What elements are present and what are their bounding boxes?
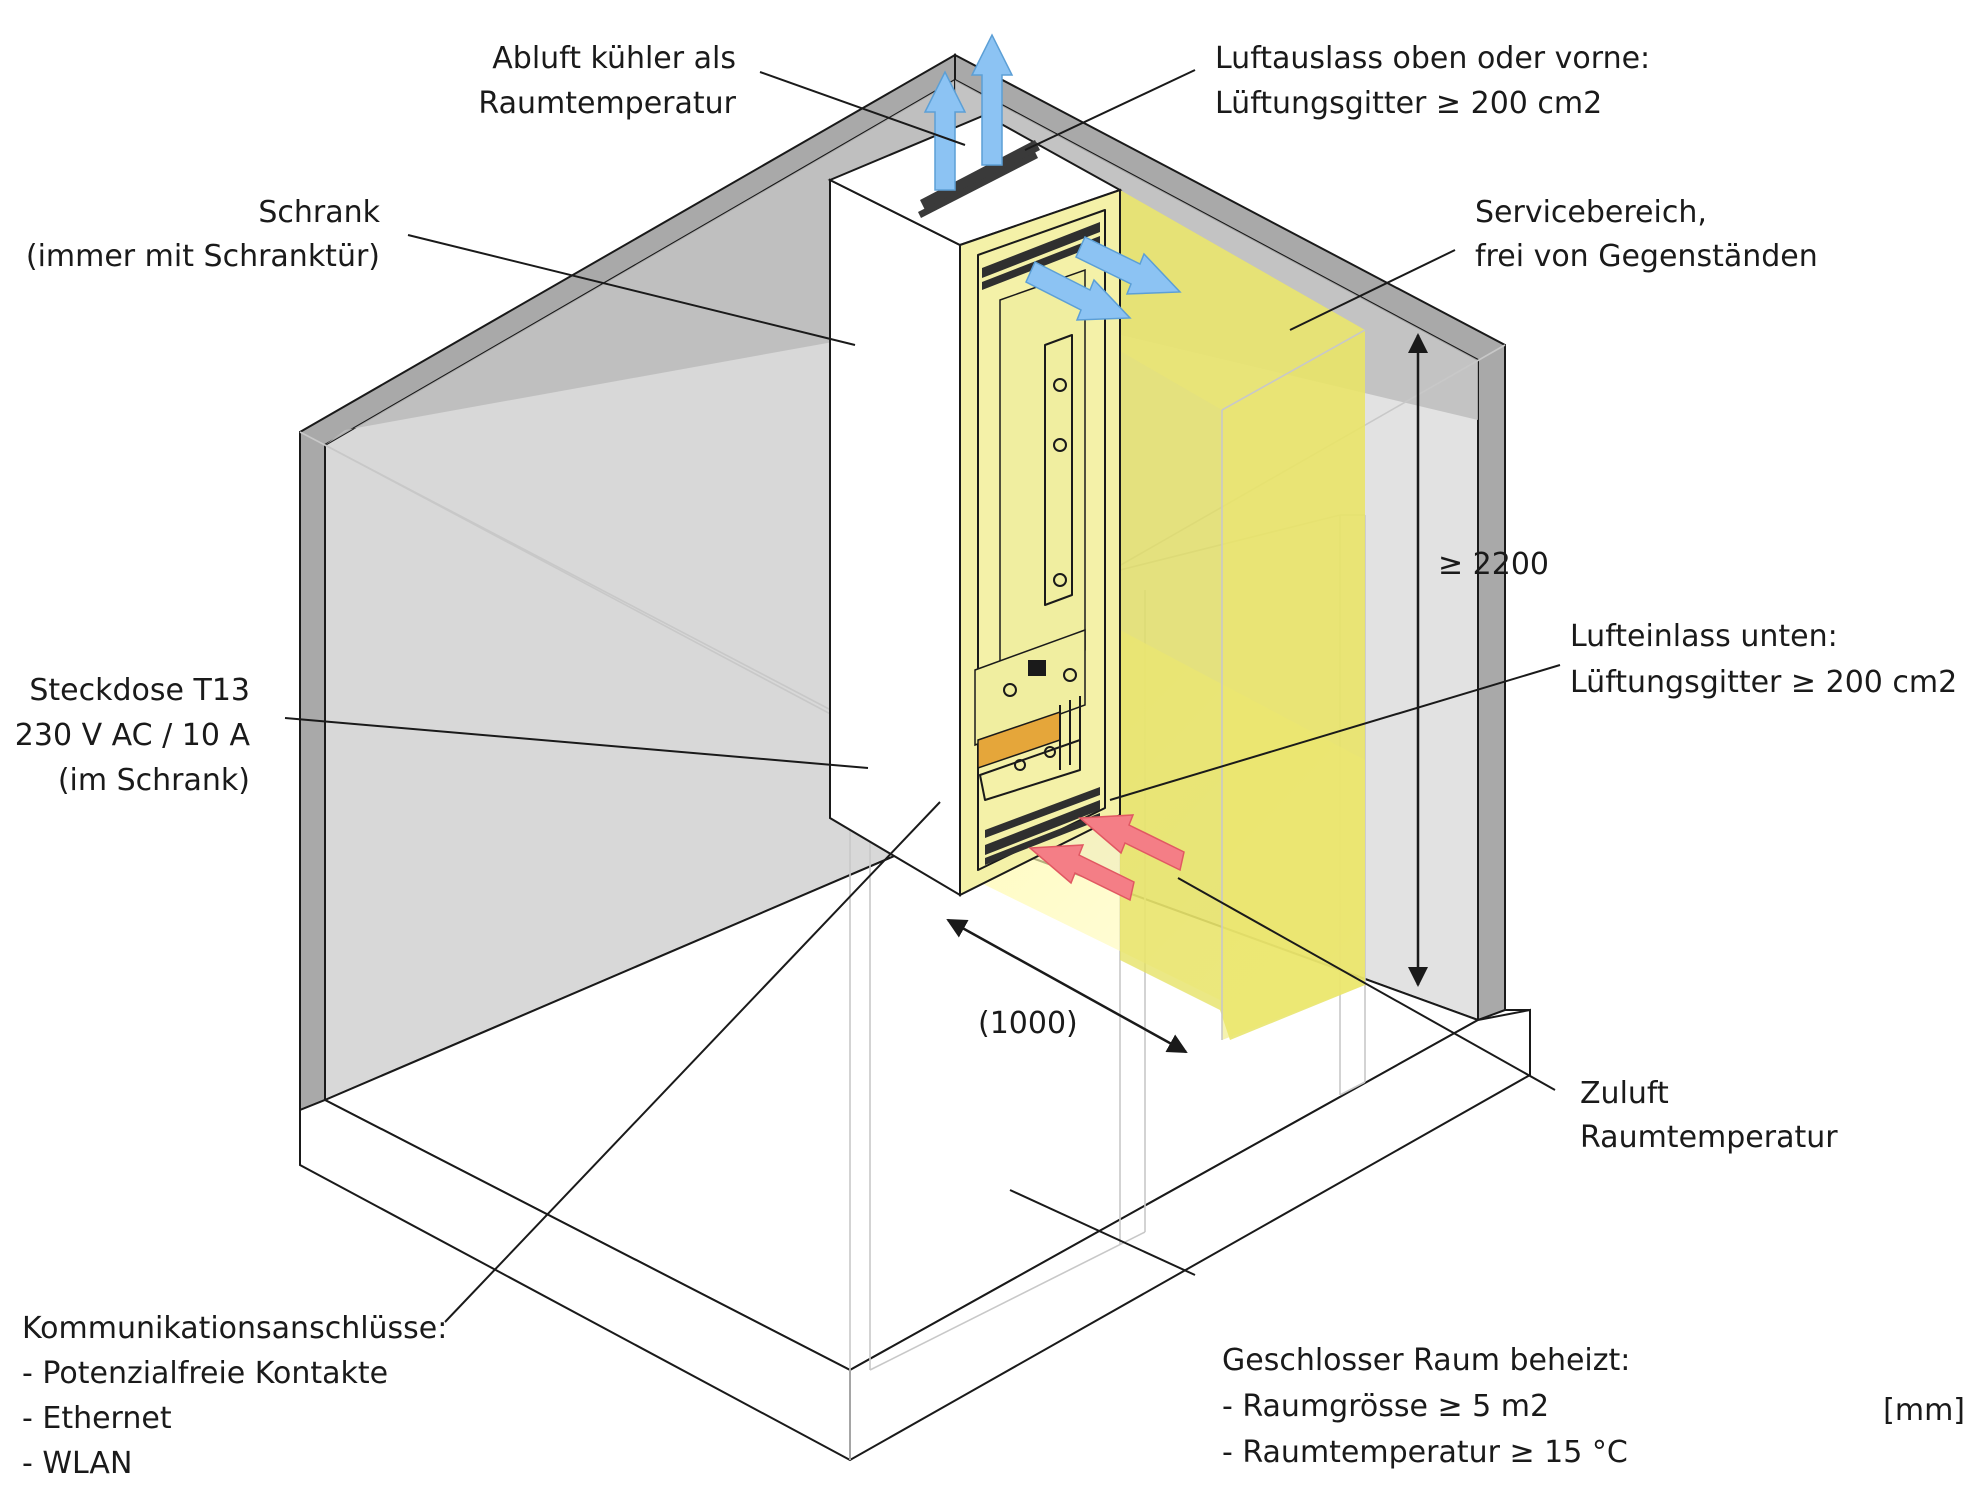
label-zuluft-line2: Raumtemperatur xyxy=(1580,1120,1838,1155)
leader-lines xyxy=(284,69,1561,1323)
cabinet-side xyxy=(829,178,961,897)
label-komm-line1: Kommunikationsanschlüsse: xyxy=(22,1311,447,1346)
label-schrank-line1: Schrank xyxy=(258,195,380,230)
label-schrank-line2: (immer mit Schranktür) xyxy=(26,239,380,274)
label-unit: [mm] xyxy=(1883,1393,1965,1428)
label-komm-line3: - Ethernet xyxy=(22,1401,172,1436)
device-display xyxy=(1028,660,1046,676)
front-upper-grille xyxy=(982,222,1100,290)
label-depth-dimension: (1000) xyxy=(978,1006,1078,1041)
label-raum-line1: Geschlosser Raum beheizt: xyxy=(1222,1343,1630,1378)
label-abluft-line1: Abluft kühler als xyxy=(492,41,736,76)
label-raum-line3: - Raumtemperatur ≥ 15 °C xyxy=(1222,1435,1628,1470)
label-lufteinlass-line1: Lufteinlass unten: xyxy=(1570,619,1838,654)
front-lower-grille xyxy=(985,787,1100,865)
label-height-dimension: ≥ 2200 xyxy=(1438,547,1549,582)
label-komm-line4: - WLAN xyxy=(22,1446,132,1481)
label-steckdose-line2: 230 V AC / 10 A xyxy=(15,718,251,753)
label-abluft-line2: Raumtemperatur xyxy=(478,86,736,121)
intake-arrows xyxy=(1028,814,1185,902)
label-service-line1: Servicebereich, xyxy=(1475,195,1707,230)
left-wall-shadow xyxy=(325,80,955,445)
cabinet xyxy=(827,113,1123,897)
exhaust-arrows-front xyxy=(1025,235,1182,321)
service-zone xyxy=(975,190,1366,1040)
label-luftauslass-line2: Lüftungsgitter ≥ 200 cm2 xyxy=(1215,86,1602,121)
label-steckdose-line1: Steckdose T13 xyxy=(29,673,250,708)
label-zuluft-line1: Zuluft xyxy=(1580,1076,1669,1111)
label-raum-line2: - Raumgrösse ≥ 5 m2 xyxy=(1222,1389,1549,1424)
label-lufteinlass-line2: Lüftungsgitter ≥ 200 cm2 xyxy=(1570,665,1957,700)
top-exhaust-grille xyxy=(918,140,1040,218)
arrow-diagonal-icon xyxy=(1025,260,1132,321)
depth-dimension xyxy=(946,918,1188,1054)
label-service-line2: frei von Gegenständen xyxy=(1475,239,1818,274)
arrow-diagonal-icon xyxy=(1028,844,1135,902)
label-steckdose-line3: (im Schrank) xyxy=(58,763,250,798)
device-control-panel xyxy=(974,628,1086,747)
labels: Abluft kühler als Raumtemperatur Luftaus… xyxy=(15,41,1965,1481)
arrow-diagonal-icon xyxy=(1075,235,1182,295)
label-komm-line2: - Potenzialfreie Kontakte xyxy=(22,1356,388,1391)
arrow-up-icon xyxy=(923,70,967,191)
service-zone-front xyxy=(1222,330,1365,1040)
exhaust-arrows-up xyxy=(923,33,1014,191)
label-luftauslass-line1: Luftauslass oben oder vorne: xyxy=(1215,41,1650,76)
arrow-up-icon xyxy=(970,33,1014,166)
arrow-diagonal-icon xyxy=(1078,814,1185,872)
